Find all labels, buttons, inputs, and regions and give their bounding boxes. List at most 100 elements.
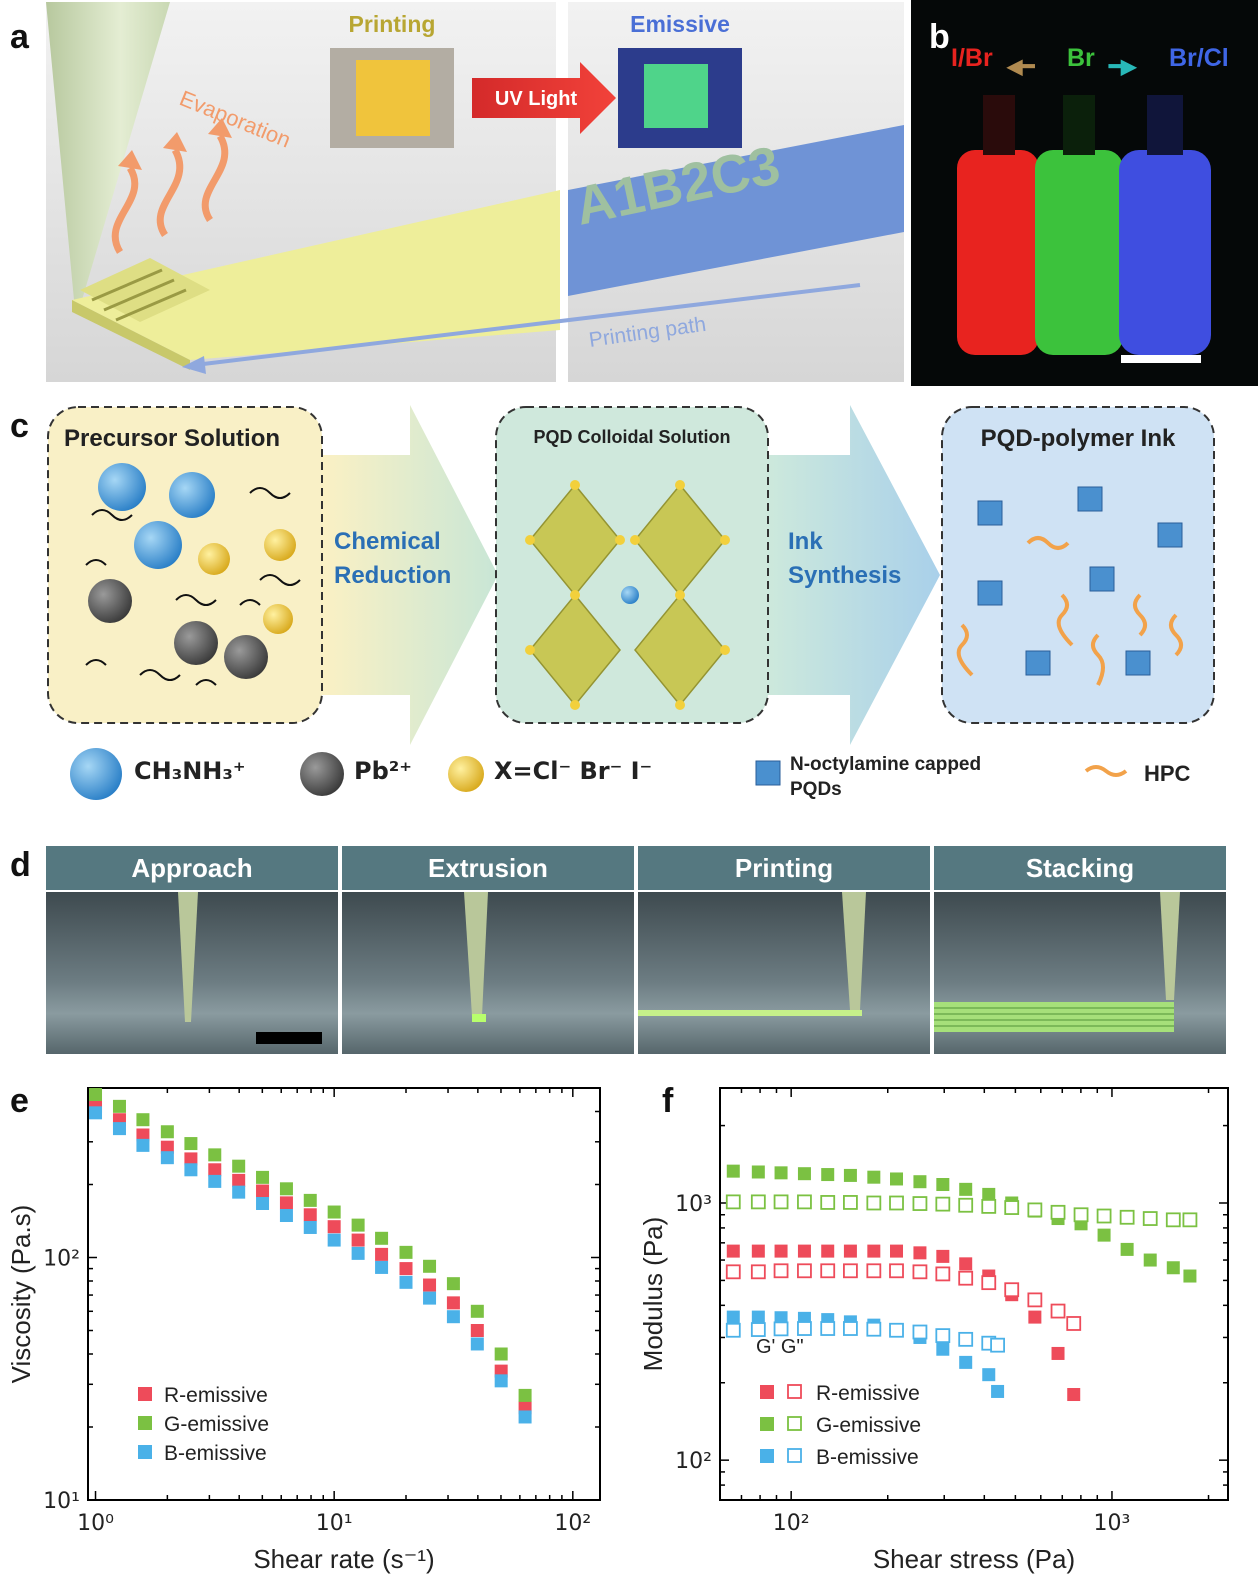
emissive-title: Emissive	[630, 11, 730, 37]
data-point	[890, 1244, 904, 1258]
data-point	[160, 1151, 174, 1165]
data-point	[327, 1233, 341, 1247]
legend-cation: CH₃NH₃⁺	[134, 757, 246, 785]
data-point	[208, 1148, 222, 1162]
data-point	[821, 1244, 835, 1258]
step-extrusion-photo	[342, 892, 634, 1054]
data-point	[279, 1209, 293, 1223]
data-point	[797, 1321, 812, 1336]
data-point	[1028, 1310, 1042, 1324]
legend-hpc: HPC	[1144, 761, 1191, 786]
yellow-filament	[72, 190, 560, 360]
data-point	[518, 1388, 532, 1402]
halide-label-ibr: I/Br	[951, 44, 993, 72]
data-point	[981, 1198, 997, 1214]
precursor-box	[47, 406, 323, 724]
data-point	[773, 1321, 789, 1337]
data-point	[982, 1368, 996, 1382]
blue-vial	[1119, 150, 1211, 355]
step-stacking-title: Stacking	[934, 846, 1226, 890]
data-point	[399, 1275, 413, 1289]
data-point	[112, 1099, 126, 1113]
data-point	[774, 1166, 788, 1180]
data-point	[797, 1263, 812, 1279]
data-point	[866, 1195, 882, 1211]
data-point	[423, 1259, 437, 1273]
data-point	[958, 1270, 974, 1286]
data-point	[494, 1347, 508, 1361]
data-point	[912, 1196, 928, 1211]
evaporation-arrows	[111, 134, 229, 254]
uv-arrow	[472, 62, 616, 134]
step-printing-photo	[638, 892, 930, 1054]
panel-c: Precursor Solution PQD Colloidal Solutio…	[0, 395, 1258, 820]
plot-frame	[87, 1087, 601, 1501]
legend-marker-open	[787, 1384, 802, 1399]
lead-legend-icon	[300, 752, 344, 796]
panel-d-label: d	[10, 846, 31, 884]
legend-lead: Pb²⁺	[354, 757, 412, 785]
data-point	[351, 1218, 365, 1232]
legend-marker-open	[787, 1448, 802, 1463]
uv-light-label: UV Light	[495, 88, 578, 110]
blue-filament	[568, 125, 904, 296]
data-point	[1051, 1346, 1065, 1360]
data-point	[160, 1125, 174, 1139]
data-point	[866, 1263, 882, 1279]
pqd-cubes	[977, 486, 1183, 676]
x-tick-label: 10¹	[316, 1511, 353, 1536]
data-point	[1165, 1212, 1181, 1228]
legend-label: R-emissive	[816, 1382, 920, 1405]
arrow1-line2: Reduction	[334, 562, 452, 589]
data-point	[1097, 1228, 1111, 1242]
data-point	[399, 1245, 413, 1259]
data-point	[867, 1170, 881, 1184]
legend-marker	[138, 1416, 152, 1430]
data-point	[959, 1257, 973, 1271]
step-approach: Approach	[46, 846, 338, 1054]
data-point	[1166, 1261, 1180, 1275]
data-point	[750, 1264, 766, 1280]
panel-a-label: a	[10, 18, 29, 56]
panel-a: A1B2C3 Evaporation Printing path UV Ligh…	[0, 0, 904, 386]
data-point	[820, 1195, 836, 1210]
panel-b-halide-labels: I/Br ◀━ Br ━▶ Br/Cl	[951, 44, 1251, 84]
data-point	[959, 1182, 973, 1196]
data-point	[351, 1233, 365, 1247]
extrusion-nozzle	[464, 892, 488, 1022]
legend-marker-filled	[760, 1449, 774, 1463]
data-point	[936, 1342, 950, 1356]
data-point	[232, 1173, 246, 1187]
panel-a-illustration: A1B2C3 Evaporation Printing path UV Ligh…	[46, 2, 904, 382]
yellow-cube	[356, 60, 430, 136]
red-vial	[957, 150, 1039, 355]
data-point	[1066, 1316, 1082, 1331]
data-point	[774, 1311, 788, 1325]
legend-label: G-emissive	[164, 1413, 269, 1436]
arrow2-line1: Ink	[788, 528, 823, 555]
y-tick-label: 10³	[675, 1192, 712, 1217]
data-point	[773, 1194, 789, 1210]
pqd-legend-icon	[755, 760, 781, 786]
data-point	[751, 1310, 765, 1324]
data-point	[446, 1310, 460, 1324]
colloid-box	[495, 406, 769, 724]
data-point	[866, 1321, 882, 1337]
arrow2-line2: Synthesis	[788, 562, 902, 589]
step-approach-title: Approach	[46, 846, 338, 890]
data-point	[820, 1263, 836, 1279]
nozzle-cone	[46, 2, 170, 300]
data-point	[136, 1113, 150, 1127]
data-point	[399, 1262, 413, 1276]
data-point	[136, 1138, 150, 1152]
green-vial	[1035, 150, 1123, 355]
data-point	[797, 1167, 811, 1181]
data-point	[1050, 1204, 1066, 1220]
data-point	[913, 1246, 927, 1260]
data-point	[751, 1244, 765, 1258]
plot-frame	[719, 1087, 1229, 1501]
data-point	[843, 1263, 858, 1279]
data-point	[912, 1324, 928, 1340]
legend-halide: X=Cl⁻ Br⁻ I⁻	[494, 757, 653, 785]
cation-legend-icon	[70, 748, 122, 800]
